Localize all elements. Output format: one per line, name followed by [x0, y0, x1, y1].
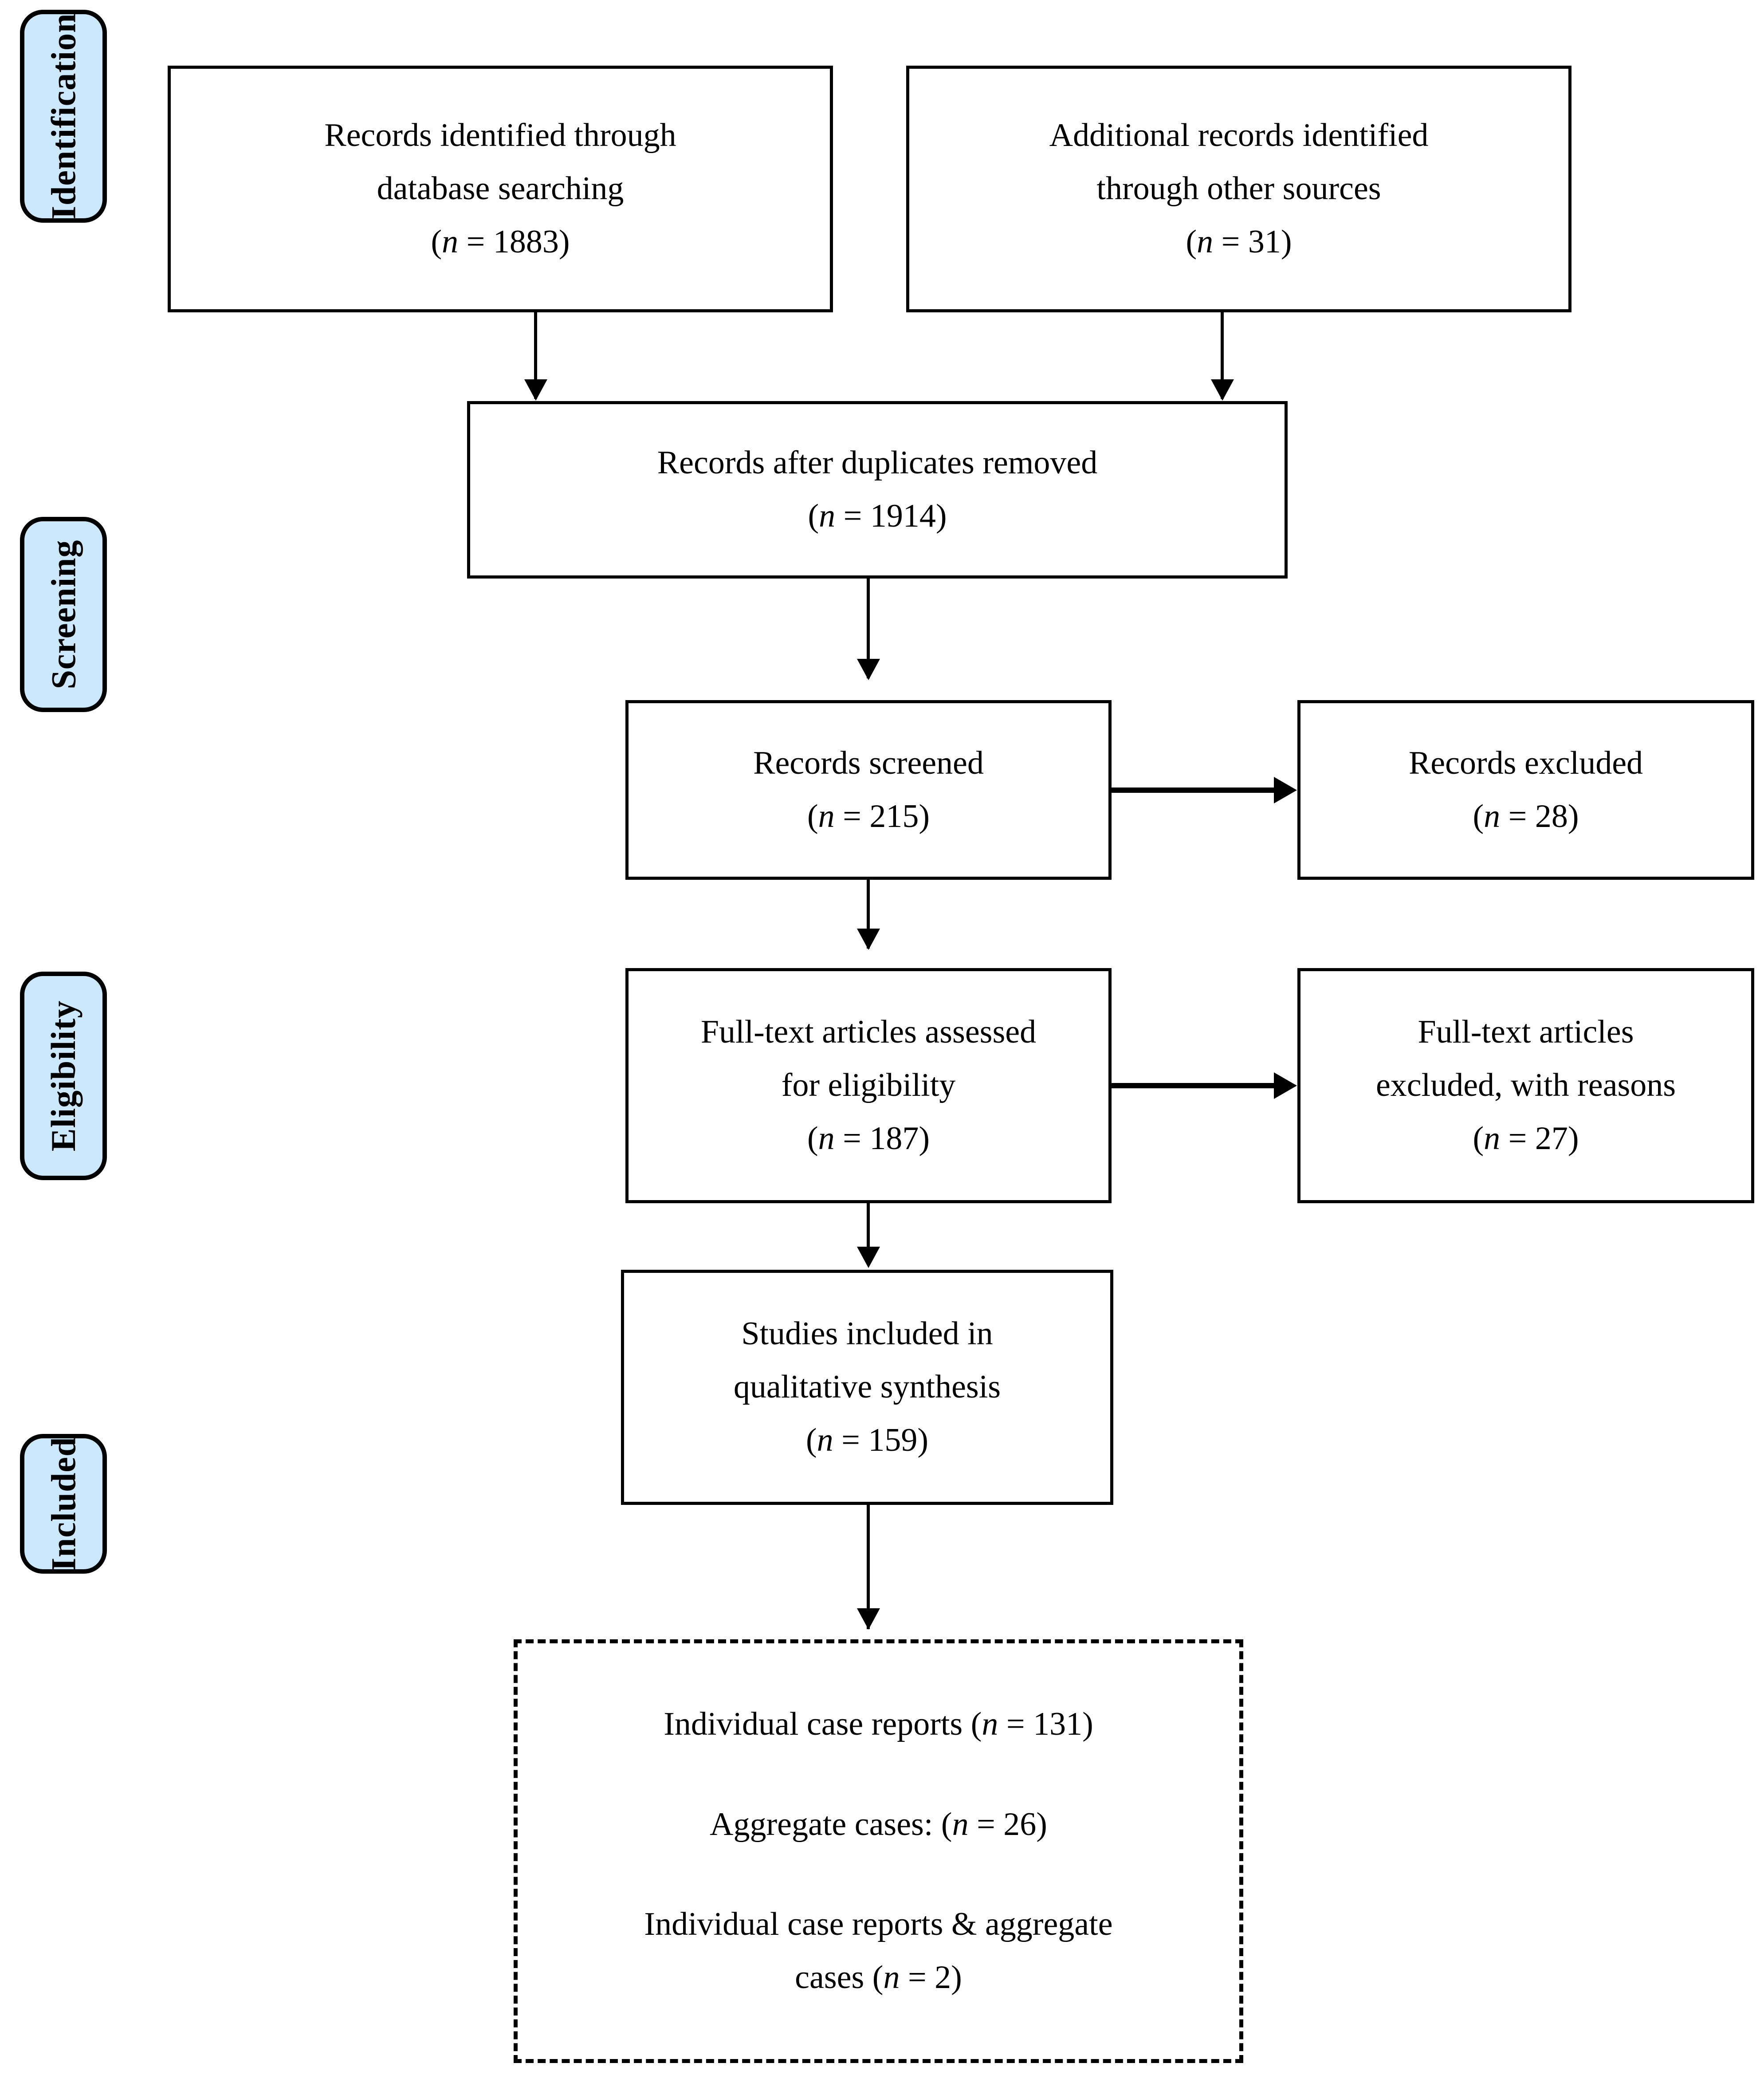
connector-duplicates-to-screened: [867, 579, 870, 678]
arrowhead-db-search-to-duplicates: [524, 379, 547, 401]
phase-screening: Screening: [20, 517, 107, 712]
connector-screened-to-fulltext: [867, 880, 870, 949]
db-search-line1: Records identified through: [324, 117, 676, 154]
box-additional-records-other-sources: Additional records identified through ot…: [906, 66, 1571, 312]
duplicates-count: (n = 1914): [808, 498, 947, 534]
records-excluded-line1: Records excluded: [1408, 744, 1643, 781]
other-sources-line2: through other sources: [1096, 170, 1381, 207]
breakdown-aggregate-cases: Aggregate cases: (n = 26): [710, 1806, 1047, 1843]
arrowhead-screened-to-fulltext: [857, 929, 880, 950]
breakdown-individual-and-aggregate-count: cases (n = 2): [795, 1959, 962, 1996]
records-excluded-count: (n = 28): [1473, 798, 1579, 835]
records-screened-count: (n = 215): [807, 798, 930, 835]
phase-screening-label: Screening: [44, 539, 83, 689]
connector-fulltext-to-synthesis: [867, 1203, 870, 1263]
phase-eligibility: Eligibility: [20, 972, 107, 1180]
fulltext-excluded-line2: excluded, with reasons: [1375, 1067, 1676, 1104]
arrowhead-other-sources-to-duplicates: [1211, 379, 1234, 401]
arrowhead-fulltext-to-synthesis: [857, 1247, 880, 1268]
fulltext-assessed-line2: for eligibility: [781, 1067, 956, 1104]
connector-fulltext-to-excluded: [1112, 1083, 1276, 1088]
fulltext-excluded-count: (n = 27): [1473, 1120, 1579, 1157]
records-screened-line1: Records screened: [753, 744, 984, 781]
box-studies-included-qualitative-synthesis: Studies included in qualitative synthesi…: [621, 1270, 1113, 1505]
box-records-identified-database: Records identified through database sear…: [168, 66, 833, 312]
phase-eligibility-label: Eligibility: [44, 1000, 83, 1152]
connector-synthesis-to-breakdown: [867, 1505, 870, 1629]
breakdown-individual-and-aggregate: Individual case reports & aggregate case…: [529, 1898, 1228, 2004]
breakdown-individual-and-aggregate-line1: Individual case reports & aggregate: [644, 1906, 1113, 1942]
box-fulltext-articles-excluded: Full-text articles excluded, with reason…: [1297, 968, 1754, 1203]
db-search-count: (n = 1883): [431, 223, 570, 260]
other-sources-count: (n = 31): [1186, 223, 1292, 260]
phase-identification: Identification: [20, 10, 107, 223]
fulltext-assessed-count: (n = 187): [807, 1120, 930, 1157]
box-records-after-duplicates-removed: Records after duplicates removed (n = 19…: [467, 401, 1288, 579]
arrowhead-fulltext-to-excluded: [1274, 1072, 1297, 1099]
duplicates-line1: Records after duplicates removed: [657, 445, 1098, 481]
connector-db-search-to-duplicates: [534, 312, 537, 399]
box-records-excluded: Records excluded (n = 28): [1297, 700, 1754, 880]
box-included-breakdown: Individual case reports (n = 131) Aggreg…: [514, 1639, 1243, 2063]
arrowhead-duplicates-to-screened: [857, 659, 880, 680]
other-sources-line1: Additional records identified: [1049, 117, 1429, 154]
fulltext-excluded-line1: Full-text articles: [1418, 1014, 1634, 1051]
synthesis-line1: Studies included in: [741, 1315, 993, 1352]
db-search-line2: database searching: [377, 170, 624, 207]
synthesis-count: (n = 159): [805, 1421, 929, 1458]
connector-other-sources-to-duplicates: [1221, 312, 1224, 399]
fulltext-assessed-line1: Full-text articles assessed: [700, 1014, 1037, 1051]
arrowhead-screened-to-excluded: [1274, 777, 1297, 803]
connector-screened-to-excluded: [1112, 788, 1276, 793]
box-records-screened: Records screened (n = 215): [625, 700, 1112, 880]
box-fulltext-articles-assessed: Full-text articles assessed for eligibil…: [625, 968, 1112, 1203]
synthesis-line2: qualitative synthesis: [733, 1369, 1001, 1406]
phase-included: Included: [20, 1434, 107, 1574]
phase-included-label: Included: [44, 1437, 83, 1571]
phase-identification-label: Identification: [44, 13, 83, 220]
arrowhead-synthesis-to-breakdown: [857, 1608, 880, 1630]
breakdown-individual-case-reports: Individual case reports (n = 131): [664, 1706, 1093, 1743]
